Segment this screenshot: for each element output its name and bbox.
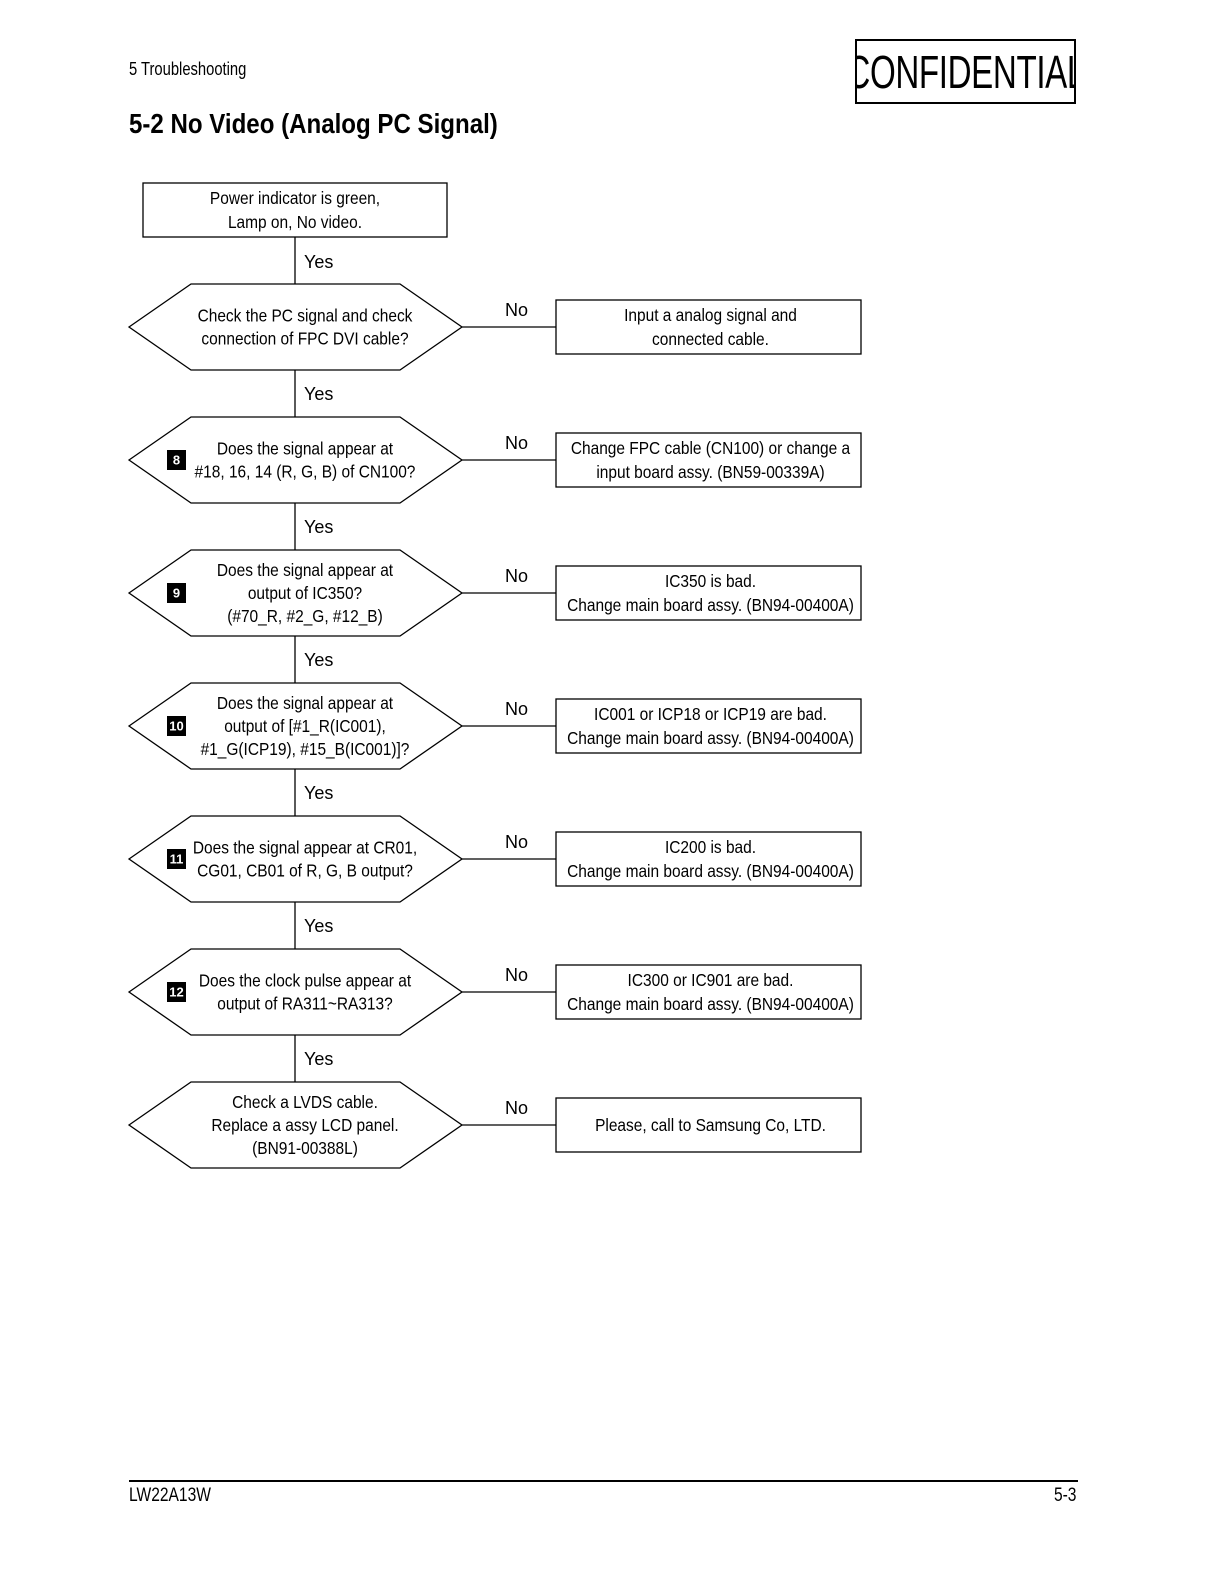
decision-text: Replace a assy LCD panel. (211, 1115, 398, 1135)
step-badge-number: 12 (169, 985, 183, 1000)
footer-page-number: 5-3 (1053, 1485, 1076, 1506)
step-badge (167, 583, 186, 603)
decision-text: Does the signal appear at (217, 438, 394, 458)
action-box-text: Change main board assy. (BN94-00400A) (567, 728, 854, 748)
decision-text: output of IC350? (248, 583, 362, 603)
step-badge-number: 9 (173, 586, 180, 601)
decision-text: Does the signal appear at (217, 560, 394, 580)
page-title: 5-2 No Video (Analog PC Signal) (129, 108, 498, 139)
no-label: No (505, 566, 528, 586)
yes-label: Yes (304, 783, 333, 803)
action-box-text: input board assy. (BN59-00339A) (596, 462, 824, 482)
no-label: No (505, 832, 528, 852)
start-box-text: Lamp on, No video. (228, 212, 362, 232)
action-box-text: IC350 is bad. (665, 571, 756, 591)
yes-label: Yes (304, 1049, 333, 1069)
decision-text: Check a LVDS cable. (232, 1092, 378, 1112)
decision-text: (#70_R, #2_G, #12_B) (227, 606, 383, 626)
confidential-stamp-text: CONFIDENTIAL (855, 45, 1076, 98)
decision-text: #1_G(ICP19), #15_B(IC001)]? (201, 739, 410, 759)
action-box (555, 831, 862, 887)
start-box-text: Power indicator is green, (210, 188, 380, 208)
action-box-text: Please, call to Samsung Co, LTD. (595, 1115, 826, 1135)
decision-text: Does the signal appear at CR01, (193, 837, 417, 857)
action-box-text: Change main board assy. (BN94-00400A) (567, 994, 854, 1014)
action-box-text: IC200 is bad. (665, 837, 756, 857)
decision-text: Does the signal appear at (217, 693, 394, 713)
action-box (555, 1097, 862, 1153)
decision-diamond (127, 283, 464, 371)
confidential-stamp: CONFIDENTIAL (855, 39, 1076, 104)
action-box (555, 432, 862, 488)
action-box-text: IC300 or IC901 are bad. (628, 970, 794, 990)
yes-label: Yes (304, 384, 333, 404)
section-label: 5 Troubleshooting (129, 59, 247, 79)
decision-text: #18, 16, 14 (R, G, B) of CN100? (195, 461, 416, 481)
yes-label: Yes (304, 252, 333, 272)
troubleshooting-flowchart: Power indicator is green, Lamp on, No vid… (127, 182, 862, 1169)
step-badge (167, 716, 186, 736)
no-label: No (505, 433, 528, 453)
decision-text: CG01, CB01 of R, G, B output? (197, 860, 413, 880)
footer-model: LW22A13W (129, 1485, 211, 1506)
yes-label: Yes (304, 650, 333, 670)
step-badge-number: 8 (173, 453, 180, 468)
decision-text: output of [#1_R(IC001), (224, 716, 386, 736)
step-badge-number: 10 (169, 719, 183, 734)
start-box (142, 182, 448, 238)
yes-label: Yes (304, 916, 333, 936)
no-label: No (505, 965, 528, 985)
action-box (555, 964, 862, 1020)
step-badge (167, 849, 186, 869)
action-box-text: Change main board assy. (BN94-00400A) (567, 595, 854, 615)
step-badge-number: 11 (170, 852, 184, 867)
action-box-text: Input a analog signal and (624, 305, 797, 325)
no-label: No (505, 300, 528, 320)
action-box-text: connected cable. (652, 329, 769, 349)
no-label: No (505, 699, 528, 719)
decision-text: connection of FPC DVI cable? (201, 328, 408, 348)
footer-rule (129, 1480, 1078, 1482)
action-box (555, 565, 862, 621)
decision-text: Check the PC signal and check (198, 305, 413, 325)
step-badge (167, 450, 186, 470)
action-box (555, 299, 862, 355)
action-box-text: IC001 or ICP18 or ICP19 are bad. (594, 704, 827, 724)
decision-text: output of RA311~RA313? (217, 993, 392, 1013)
decision-text: Does the clock pulse appear at (199, 970, 412, 990)
yes-label: Yes (304, 517, 333, 537)
step-badge (167, 982, 186, 1002)
action-box-text: Change FPC cable (CN100) or change a (571, 438, 851, 458)
action-box-text: Change main board assy. (BN94-00400A) (567, 861, 854, 881)
decision-text: (BN91-00388L) (252, 1138, 358, 1158)
action-box (555, 698, 862, 754)
no-label: No (505, 1098, 528, 1118)
